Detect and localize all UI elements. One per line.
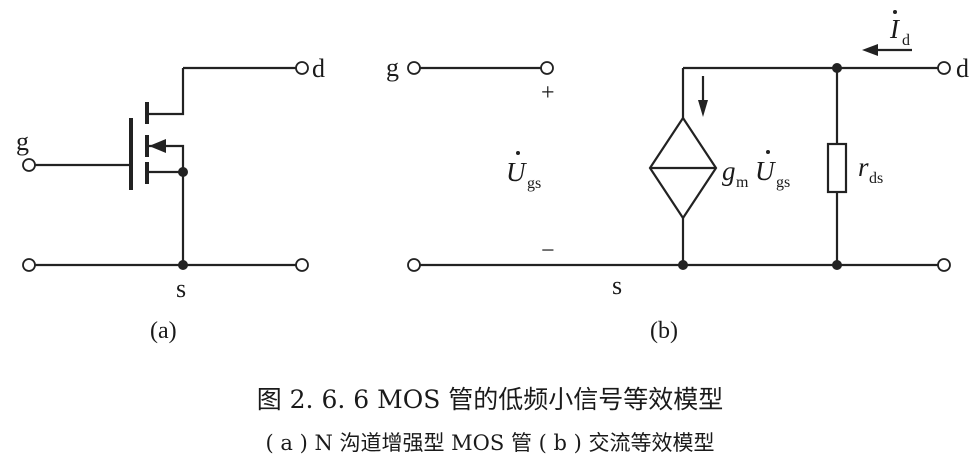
right-terminal-b (937, 258, 951, 272)
rds-resistor (826, 142, 848, 194)
id-subscript: d (902, 32, 910, 49)
drain-terminal-a (295, 61, 309, 75)
id-label: I d (889, 10, 910, 49)
id-dot (893, 10, 897, 14)
drain-wire-a (147, 66, 296, 116)
id-arrow-icon (862, 44, 878, 56)
common-node-a (178, 260, 188, 270)
gate-label-a: g (16, 127, 29, 156)
source-label-b: s (612, 271, 622, 300)
gm-subscript: m (736, 174, 749, 191)
id-symbol: I (889, 14, 901, 44)
source-wire-a (147, 170, 185, 265)
gm-symbol: g (722, 156, 736, 186)
ugs-symbol: U (506, 157, 527, 187)
figure-subtitle: ( a ) N 沟道增强型 MOS 管 ( b ) 交流等效模型 (266, 431, 715, 455)
rds-symbol: r (858, 152, 869, 182)
gm-u-dot (766, 150, 770, 154)
rds-node-b (832, 260, 842, 270)
left-terminal-a (22, 258, 36, 272)
substrate-arrow-icon (149, 139, 166, 153)
source-label-a: s (176, 274, 186, 303)
rds-label: r ds (858, 152, 883, 187)
source-node-a (178, 167, 188, 177)
drain-terminal-b (937, 61, 951, 75)
gm-u-subscript: gs (776, 174, 790, 191)
drain-node-b (832, 63, 842, 73)
rds-subscript: ds (869, 170, 883, 187)
gate-open-terminal-b (540, 61, 554, 75)
ugs-subscript: gs (527, 175, 541, 192)
minus-sign: − (541, 238, 555, 264)
gate-terminal-b (407, 61, 421, 75)
gate-label-b: g (386, 53, 399, 82)
right-terminal-a (295, 258, 309, 272)
drain-label-b: d (956, 54, 969, 83)
gm-u-symbol: U (755, 156, 776, 186)
circuit-a: d g s (a) (16, 54, 325, 344)
circuit-b: g d s + − U gs g m U gs r ds I d ( (386, 10, 969, 344)
source-current-arrow-icon (698, 100, 708, 117)
gm-ugs-label: g m U gs (722, 150, 790, 191)
ugs-dot (516, 151, 520, 155)
ugs-label: U gs (506, 151, 541, 192)
gate-terminal-a (22, 158, 36, 172)
left-terminal-b (407, 258, 421, 272)
source-node-b (678, 260, 688, 270)
plus-sign: + (541, 80, 555, 106)
figure-title: 图 2. 6. 6 MOS 管的低频小信号等效模型 (257, 385, 724, 414)
panel-label-b: (b) (650, 318, 678, 344)
drain-wire-b (681, 66, 938, 118)
panel-label-a: (a) (150, 318, 177, 344)
drain-label-a: d (312, 54, 325, 83)
